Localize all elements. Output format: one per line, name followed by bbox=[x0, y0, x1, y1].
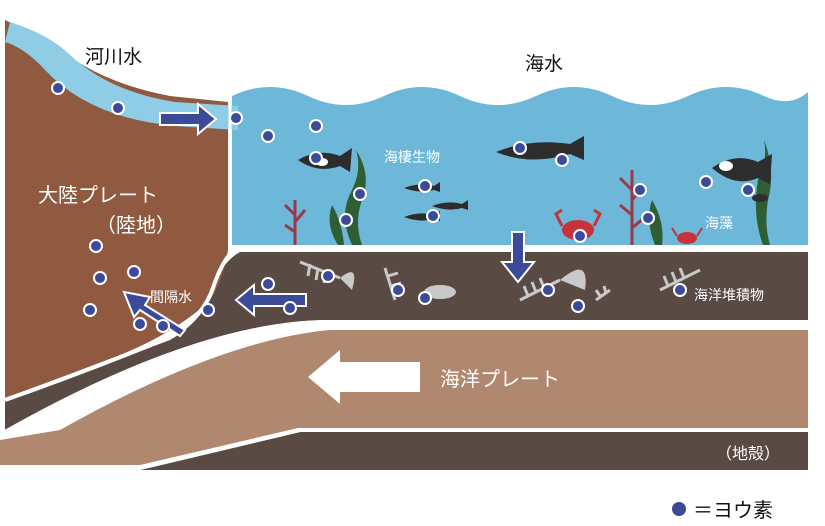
iodine-dot bbox=[418, 179, 432, 193]
iodine-dot bbox=[555, 153, 569, 167]
seawater-label: 海水 bbox=[525, 53, 563, 75]
iodine-dot bbox=[339, 213, 353, 227]
marine-sediment-layer bbox=[5, 252, 808, 430]
iodine-dot bbox=[573, 229, 587, 243]
iodine-dot bbox=[201, 303, 215, 317]
iodine-dot bbox=[541, 283, 555, 297]
iodine-dot bbox=[156, 319, 170, 333]
iodine-dot bbox=[283, 301, 297, 315]
seaweed-label: 海藻 bbox=[705, 216, 733, 232]
iodine-dot bbox=[741, 183, 755, 197]
iodine-dot bbox=[229, 111, 243, 125]
iodine-dot bbox=[391, 283, 405, 297]
crust-layer bbox=[140, 432, 808, 470]
crust-label: （地殻） bbox=[716, 444, 780, 463]
iodine-dot bbox=[321, 269, 335, 283]
iodine-dot bbox=[309, 151, 323, 165]
iodine-dot bbox=[353, 187, 367, 201]
iodine-dot bbox=[673, 283, 687, 297]
subduction-arrow bbox=[308, 350, 420, 404]
iodine-dot bbox=[418, 291, 432, 305]
seawater-area bbox=[232, 87, 808, 245]
iodine-dot bbox=[641, 211, 655, 225]
iodine-dot bbox=[133, 317, 147, 331]
iodine-dot bbox=[93, 271, 107, 285]
iodine-dot bbox=[699, 175, 713, 189]
iodine-dot bbox=[261, 129, 275, 143]
iodine-dot bbox=[83, 303, 97, 317]
iodine-dot bbox=[111, 101, 125, 115]
marine-life-label: 海棲生物 bbox=[384, 150, 440, 166]
crust-top-line bbox=[139, 428, 808, 470]
oceanic-plate-label: 海洋プレート bbox=[440, 367, 560, 391]
iodine-dot bbox=[571, 299, 585, 313]
oceanic-top-line bbox=[4, 320, 808, 434]
pore-water-label: 間隔水 bbox=[150, 290, 192, 306]
river-water-label: 河川水 bbox=[85, 46, 142, 68]
iodine-dot bbox=[309, 119, 323, 133]
marine-sediment-label: 海洋堆積物 bbox=[694, 288, 764, 304]
iodine-dot bbox=[261, 277, 275, 291]
iodine-dot bbox=[51, 81, 65, 95]
river-water bbox=[5, 22, 238, 130]
legend-iodine-label: ＝ヨウ素 bbox=[693, 498, 773, 522]
iodine-dots bbox=[51, 81, 755, 333]
oceanic-plate-layer bbox=[0, 330, 808, 465]
fish-bone-head-icon bbox=[340, 269, 586, 299]
iodine-dot bbox=[633, 183, 647, 197]
land-label: （陸地） bbox=[96, 213, 176, 237]
legend-iodine-dot bbox=[672, 502, 686, 516]
iodine-dot bbox=[89, 239, 103, 253]
continental-plate-label: 大陸プレート bbox=[38, 183, 158, 207]
iodine-dot bbox=[426, 209, 440, 223]
iodine-dot bbox=[127, 265, 141, 279]
iodine-dot bbox=[513, 141, 527, 155]
